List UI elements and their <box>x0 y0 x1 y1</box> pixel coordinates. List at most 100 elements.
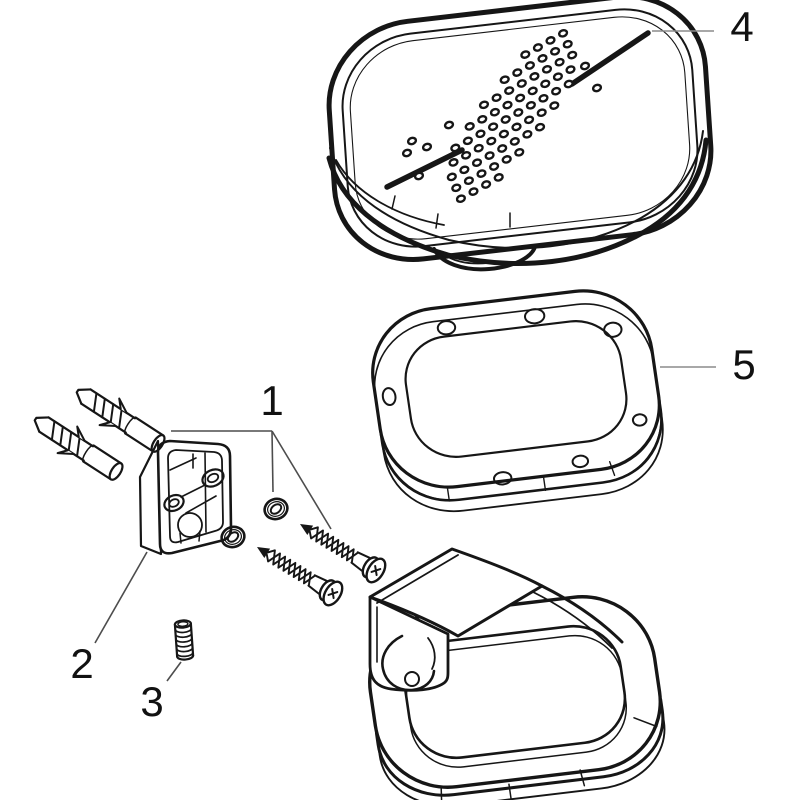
dish-hole <box>450 143 461 153</box>
dish-hole <box>565 65 576 74</box>
dish-hole <box>514 147 525 157</box>
dish-perforation-holes <box>401 28 603 204</box>
screw-tip <box>257 547 271 558</box>
plate-ribs <box>169 452 217 533</box>
dish-hole <box>475 129 486 139</box>
dish-hole <box>446 172 457 182</box>
leader-2 <box>94 551 148 644</box>
plate-boss-lower <box>163 493 185 513</box>
dish-side-band-inner <box>329 130 704 250</box>
dish-hole <box>478 100 490 110</box>
dish-hole <box>591 83 603 93</box>
dish-inner-rim2 <box>346 10 694 247</box>
anchor-ribs <box>92 392 123 430</box>
block-arm-outer <box>540 584 624 644</box>
anchor-end-face <box>108 461 124 481</box>
ring-bottom-band <box>380 395 670 508</box>
dish-hole <box>532 43 543 52</box>
dish-hole <box>552 72 563 82</box>
dish-hole <box>509 137 520 146</box>
dish-hole <box>489 107 500 117</box>
anchor-ribs <box>50 420 81 458</box>
dish-hole <box>529 72 540 81</box>
dish-hole <box>537 54 548 63</box>
plate-center-boss-lines <box>179 530 201 544</box>
dish-hole <box>491 93 502 103</box>
dish-hole <box>554 57 565 67</box>
dish-hole <box>448 158 459 167</box>
dish-hole <box>511 122 522 132</box>
plate-boss-upper <box>201 468 225 488</box>
holder-ring-ticks <box>432 715 664 800</box>
dish-hole <box>493 173 504 182</box>
dish-hole <box>558 28 569 38</box>
block-hook <box>381 634 436 692</box>
dish-band-ticks <box>391 195 511 229</box>
screw-tip <box>300 524 314 535</box>
dish-hole <box>525 100 536 110</box>
dish-side-band <box>326 137 709 266</box>
dish-hole <box>401 148 413 158</box>
callout-4: 4 <box>730 3 753 50</box>
dish-hole <box>489 162 500 171</box>
dish-hole <box>498 129 509 139</box>
dish-inner-rim <box>338 2 702 255</box>
callout-1: 1 <box>260 377 283 424</box>
soap-dish <box>324 0 716 272</box>
mounting-plate <box>138 439 233 556</box>
leader-1-washer <box>271 430 274 493</box>
dish-hole <box>516 79 527 88</box>
dish-hole <box>550 46 561 56</box>
anchor-end-face <box>150 433 166 453</box>
ring-ticks <box>446 461 615 502</box>
dish-hole <box>527 86 538 96</box>
block-arm-inner <box>532 591 613 649</box>
screw-recess <box>370 564 382 577</box>
block-hook-pin <box>404 671 420 687</box>
dish-hole <box>538 93 549 103</box>
dish-hole <box>451 183 462 193</box>
dish-hole <box>524 115 535 125</box>
block-chamfer <box>376 554 459 604</box>
dish-hole <box>455 194 466 204</box>
anchor-fin-bottom <box>56 449 75 456</box>
dish-hole <box>462 136 473 146</box>
dish-hole <box>463 176 474 186</box>
dish-outer-outline <box>324 0 716 269</box>
holder-wall-block <box>368 547 624 692</box>
dish-hole <box>473 143 484 153</box>
dish-hole <box>484 151 495 160</box>
dish-hole <box>502 100 513 110</box>
block-hook-inner <box>427 637 436 670</box>
dish-hole <box>567 50 578 60</box>
dish-hole <box>545 36 556 45</box>
dish-hole <box>551 86 562 96</box>
dish-hole <box>486 136 497 146</box>
anchor-fin-bottom <box>98 421 117 428</box>
dish-hole <box>513 108 524 117</box>
ring-holes <box>373 298 654 497</box>
washer-upper <box>263 497 289 521</box>
dish-split-line-upper <box>569 30 651 87</box>
ring-bottom-band2 <box>382 406 672 519</box>
dish-hole <box>563 79 574 89</box>
dish-hole <box>476 169 487 178</box>
dish-hole <box>501 155 512 164</box>
plate-inner-frame <box>167 449 224 544</box>
dish-hole <box>443 120 455 130</box>
dish-hole <box>499 75 510 85</box>
washer-lower <box>220 525 246 549</box>
dish-hole <box>520 50 531 59</box>
anchor-fin-top <box>118 397 128 414</box>
dish-hole <box>468 187 479 196</box>
callout-3: 3 <box>140 678 163 725</box>
dish-floor-edge <box>335 159 445 226</box>
leader-3 <box>166 661 182 682</box>
wall-anchor-upper <box>75 388 166 453</box>
dish-hole <box>406 136 418 146</box>
dish-hole <box>541 64 553 74</box>
dish-hole <box>459 165 470 175</box>
dish-hole <box>512 68 523 77</box>
dish-hole <box>481 180 492 189</box>
